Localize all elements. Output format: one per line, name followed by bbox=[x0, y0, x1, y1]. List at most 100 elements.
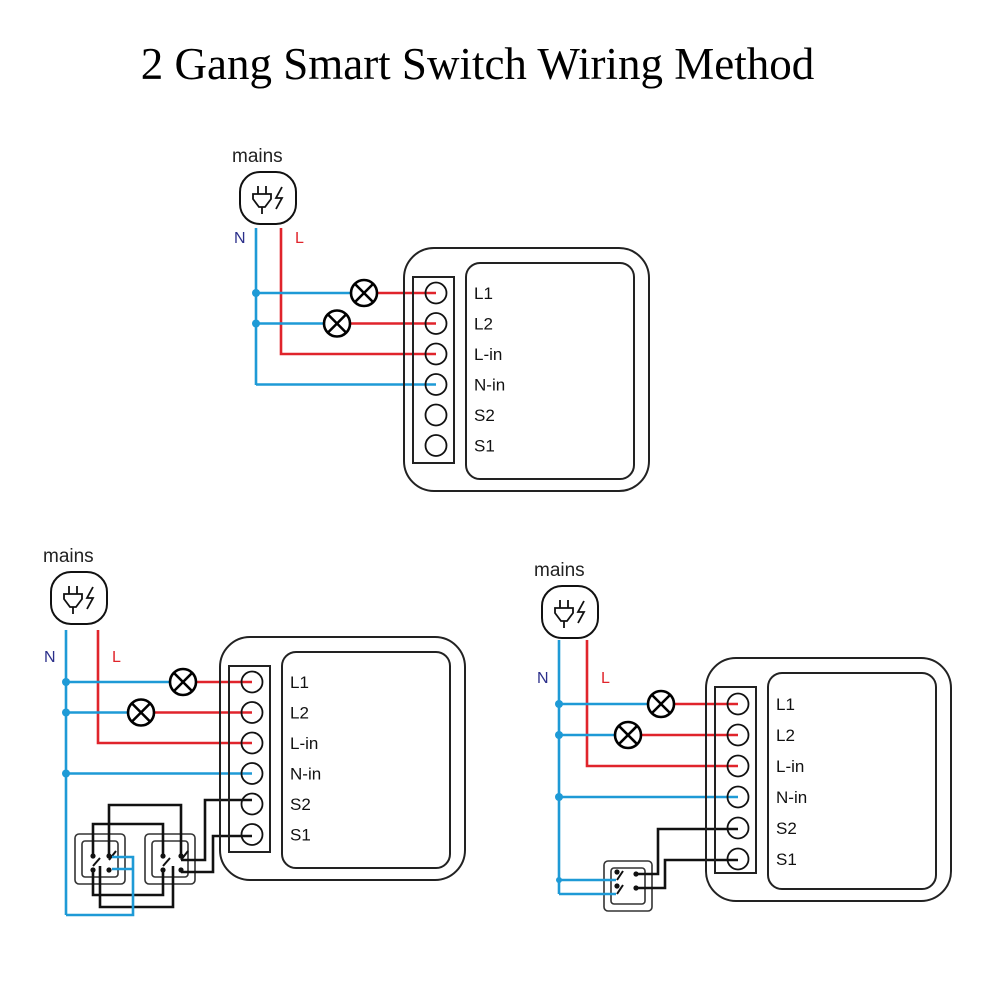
lightning-bolt bbox=[274, 186, 284, 210]
module-inner-panel bbox=[281, 651, 451, 869]
terminal-l1 bbox=[726, 692, 750, 716]
terminal-n-in bbox=[726, 785, 750, 809]
lamp-cross bbox=[651, 694, 671, 714]
terminal-label-l-in: L-in bbox=[474, 345, 502, 364]
junction-dot bbox=[62, 708, 70, 717]
switch-plate bbox=[603, 860, 653, 912]
lamp-cross bbox=[618, 725, 638, 745]
terminal-s1 bbox=[240, 823, 264, 846]
terminal-s2 bbox=[726, 816, 750, 840]
junction-dot bbox=[62, 678, 70, 686]
lamp-cross bbox=[354, 283, 374, 303]
module-outer-frame bbox=[219, 636, 466, 881]
junction-dot bbox=[252, 319, 260, 328]
terminal-block bbox=[228, 665, 271, 853]
live-to-l-in-wire bbox=[96, 630, 252, 745]
mains-label: mains bbox=[534, 560, 585, 581]
switch-contact bbox=[90, 867, 96, 873]
junction-dot bbox=[62, 769, 70, 778]
terminal-l2 bbox=[424, 312, 448, 335]
module-outer-frame bbox=[705, 657, 952, 902]
terminal-label-n-in: N-in bbox=[474, 376, 505, 395]
switch-lever bbox=[162, 857, 171, 867]
live-label: L bbox=[601, 670, 610, 687]
module-inner-panel bbox=[767, 672, 937, 890]
terminal-block bbox=[714, 686, 757, 874]
two-way-switch-pair bbox=[66, 798, 252, 917]
switch-contact bbox=[106, 867, 112, 873]
live-to-l-in-wire bbox=[279, 228, 436, 356]
lamp-icon bbox=[168, 667, 198, 697]
terminal-s2 bbox=[240, 792, 264, 816]
terminal-label-l2: L2 bbox=[474, 315, 493, 334]
terminal-n-in bbox=[424, 373, 448, 396]
lightning-bolt bbox=[85, 586, 95, 610]
switch-lever bbox=[616, 870, 624, 881]
terminal-l-in bbox=[240, 731, 264, 755]
lamp-cross bbox=[131, 702, 151, 723]
traveller-wire-4 bbox=[98, 866, 175, 909]
neutral-label: N bbox=[537, 670, 549, 687]
traveller-wire-1 bbox=[91, 822, 165, 856]
terminal-label-s1: S1 bbox=[290, 826, 311, 845]
switch-lever bbox=[92, 857, 101, 867]
live-label: L bbox=[295, 230, 304, 247]
lamp-icon bbox=[349, 278, 379, 308]
wires bbox=[62, 630, 252, 915]
terminal-label-l1: L1 bbox=[776, 695, 795, 714]
lightning-bolt bbox=[576, 600, 586, 624]
page-title: 2 Gang Smart Switch Wiring Method bbox=[140, 39, 815, 89]
terminal-l2 bbox=[726, 723, 750, 747]
terminal-label-l2: L2 bbox=[290, 704, 309, 723]
switch-contact bbox=[160, 853, 166, 859]
plug-lightning-icon bbox=[541, 585, 599, 639]
neutral-label: N bbox=[44, 649, 56, 666]
junction-dot bbox=[555, 731, 563, 739]
terminal-label-l1: L1 bbox=[290, 673, 309, 692]
plug-body bbox=[63, 593, 83, 608]
plug-body bbox=[252, 193, 272, 208]
terminal-label-l1: L1 bbox=[474, 284, 493, 303]
terminal-l1 bbox=[240, 670, 264, 694]
switch-to-s2-wire bbox=[636, 827, 738, 876]
neutral-to-switch-wire bbox=[66, 855, 135, 917]
terminal-l-in bbox=[726, 754, 750, 778]
module-outer-frame bbox=[403, 247, 650, 492]
junction-dot bbox=[252, 289, 260, 297]
terminal-label-s1: S1 bbox=[474, 437, 495, 456]
switch-to-s1-wire bbox=[636, 858, 738, 890]
terminal-label-s2: S2 bbox=[290, 795, 311, 814]
live-to-l-in-wire bbox=[585, 640, 738, 768]
neutral-label: N bbox=[234, 230, 246, 247]
terminal-label-s2: S2 bbox=[474, 406, 495, 425]
wires bbox=[555, 640, 738, 894]
terminal-s1 bbox=[726, 847, 750, 871]
terminal-n-in bbox=[240, 762, 264, 785]
lamp-icon bbox=[126, 698, 156, 727]
switch-lever bbox=[180, 850, 189, 861]
terminal-label-n-in: N-in bbox=[290, 765, 321, 784]
traveller-wire-2 bbox=[107, 803, 183, 856]
plug-body bbox=[554, 607, 574, 622]
junction-dot bbox=[556, 877, 562, 883]
switch-contact bbox=[614, 869, 620, 875]
lamp-icon bbox=[646, 689, 676, 719]
junction-dot bbox=[555, 700, 563, 708]
plug-lightning-icon bbox=[239, 171, 297, 225]
terminal-l2 bbox=[240, 701, 264, 724]
switch-to-s1-wire bbox=[181, 834, 252, 874]
mains-label: mains bbox=[43, 546, 94, 567]
switch-contact bbox=[614, 883, 620, 889]
terminal-block bbox=[412, 276, 455, 464]
terminal-l-in bbox=[424, 342, 448, 366]
double-gang-switch bbox=[556, 827, 738, 912]
wires bbox=[252, 228, 436, 386]
terminal-label-l2: L2 bbox=[776, 726, 795, 745]
terminal-s1 bbox=[424, 434, 448, 457]
